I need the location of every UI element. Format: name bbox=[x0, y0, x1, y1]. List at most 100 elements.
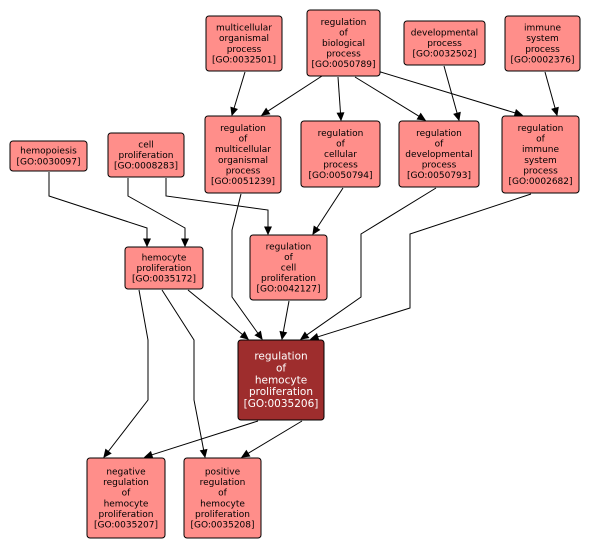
node-box bbox=[398, 120, 480, 188]
node-label-line: [GO:0042127] bbox=[256, 285, 320, 295]
go-term-node-reg-hemocyte[interactable]: regulationofhemocyteproliferation[GO:003… bbox=[237, 339, 325, 421]
arrowhead bbox=[453, 111, 461, 122]
arrowhead bbox=[239, 331, 249, 340]
node-label-line: organismal bbox=[219, 34, 269, 44]
edge-line bbox=[316, 193, 532, 338]
node-label-line: cell bbox=[281, 263, 297, 273]
node-box bbox=[107, 132, 185, 178]
arrowhead bbox=[143, 238, 151, 248]
node-box bbox=[501, 115, 580, 194]
node-label-line: cell bbox=[138, 140, 154, 150]
node-label-line: regulation bbox=[254, 351, 307, 363]
arrowhead bbox=[309, 332, 320, 341]
edge-reg_hemocyte-to-neg_reg bbox=[143, 420, 259, 459]
edge-line bbox=[443, 65, 458, 115]
node-label-line: process bbox=[525, 45, 560, 55]
node-box bbox=[124, 246, 204, 290]
node-label-line: positive bbox=[205, 467, 241, 477]
edge-line bbox=[165, 178, 269, 228]
node-label-line: of bbox=[339, 28, 349, 38]
arrowhead bbox=[336, 112, 345, 122]
arrowhead bbox=[199, 448, 208, 459]
edge-cell_prolif-to-hemocyte_prolif bbox=[127, 178, 189, 248]
edge-line bbox=[266, 75, 323, 113]
edge-line bbox=[354, 76, 421, 118]
node-label-line: [GO:0032501] bbox=[212, 55, 276, 65]
go-term-node-multicellular[interactable]: multicellularorganismalprocess[GO:003250… bbox=[205, 15, 283, 72]
node-label-line: process bbox=[326, 50, 361, 60]
node-label-line: regulation bbox=[416, 129, 462, 139]
node-label-line: regulation bbox=[200, 478, 246, 488]
node-box bbox=[249, 234, 328, 301]
arrowhead bbox=[181, 238, 189, 248]
node-label-line: of bbox=[435, 139, 445, 149]
node-label-line: cellular bbox=[324, 150, 357, 160]
node-label-line: developmental bbox=[411, 28, 478, 38]
node-label-line: of bbox=[336, 139, 346, 149]
edge-reg_cell_prolif-to-reg_hemocyte bbox=[279, 300, 290, 341]
edge-line bbox=[231, 193, 259, 335]
node-label-line: process bbox=[226, 166, 261, 176]
node-label-line: proliferation bbox=[195, 510, 250, 520]
go-term-node-reg-multi[interactable]: regulationofmulticellularorganismalproce… bbox=[204, 115, 282, 194]
arrowhead bbox=[103, 448, 112, 458]
node-label-line: regulation bbox=[318, 129, 364, 139]
edge-cell_prolif-to-reg_cell_prolif bbox=[165, 178, 272, 236]
go-term-node-reg-bio[interactable]: regulationofbiologicalprocess[GO:0050789… bbox=[306, 9, 381, 77]
arrowhead bbox=[300, 331, 310, 340]
edge-hemocyte_prolif-to-neg_reg bbox=[103, 289, 149, 458]
edge-line bbox=[305, 187, 437, 336]
edge-line bbox=[544, 71, 556, 110]
edge-line bbox=[161, 289, 205, 452]
arrowhead bbox=[254, 330, 263, 340]
node-label-line: process bbox=[523, 166, 558, 176]
node-label-line: of bbox=[218, 489, 228, 499]
go-term-node-reg-cell-prolif[interactable]: regulationofcellproliferation[GO:0042127… bbox=[249, 234, 328, 301]
edge-developmental-to-reg_dev bbox=[443, 65, 461, 122]
arrowhead bbox=[279, 330, 288, 341]
node-label-line: of bbox=[276, 363, 286, 375]
node-label-line: multicellular bbox=[215, 145, 271, 155]
node-box bbox=[183, 457, 262, 539]
go-term-node-neg-reg[interactable]: negativeregulationofhemocyteproliferatio… bbox=[86, 457, 166, 539]
node-label-line: [GO:0050789] bbox=[311, 60, 375, 70]
node-label-line: process bbox=[422, 161, 457, 171]
edge-line bbox=[187, 289, 244, 336]
node-box bbox=[300, 120, 381, 188]
edge-reg_hemocyte-to-pos_reg bbox=[240, 420, 303, 458]
node-label-line: [GO:0002376] bbox=[510, 55, 574, 65]
edge-line bbox=[233, 71, 246, 110]
edge-reg_multi-to-reg_hemocyte bbox=[231, 193, 263, 340]
node-label-line: hemocyte bbox=[104, 499, 149, 509]
go-term-node-hemopoiesis[interactable]: hemopoiesis[GO:0030097] bbox=[9, 140, 88, 172]
go-term-node-pos-reg[interactable]: positiveregulationofhemocyteproliferatio… bbox=[183, 457, 262, 539]
node-box bbox=[306, 9, 381, 77]
node-label-line: [GO:0035172] bbox=[132, 275, 196, 285]
go-term-node-reg-immune[interactable]: regulationofimmunesystemprocess[GO:00026… bbox=[501, 115, 580, 194]
edge-reg_bio-to-reg_cellular bbox=[336, 76, 345, 122]
edge-line bbox=[337, 76, 342, 115]
edge-line bbox=[48, 172, 148, 240]
edge-immune-to-reg_immune bbox=[544, 71, 559, 117]
edge-reg_bio-to-reg_immune bbox=[373, 69, 524, 117]
node-box bbox=[205, 15, 283, 72]
arrowhead bbox=[264, 226, 272, 236]
node-label-line: proliferation bbox=[261, 274, 316, 284]
edge-hemocyte_prolif-to-reg_hemocyte bbox=[187, 289, 249, 340]
node-label-line: immune bbox=[524, 24, 561, 34]
node-label-line: hemocyte bbox=[200, 499, 245, 509]
go-term-node-reg-dev[interactable]: regulationofdevelopmentalprocess[GO:0050… bbox=[398, 120, 480, 188]
node-box bbox=[204, 115, 282, 194]
node-label-line: immune bbox=[522, 145, 559, 155]
node-label-line: regulation bbox=[518, 124, 564, 134]
node-label-line: hemopoiesis bbox=[20, 147, 77, 157]
node-label-line: proliferation bbox=[137, 264, 192, 274]
node-label-line: proliferation bbox=[119, 151, 174, 161]
node-label-line: organismal bbox=[218, 156, 268, 166]
node-label-line: [GO:0002682] bbox=[508, 177, 572, 187]
